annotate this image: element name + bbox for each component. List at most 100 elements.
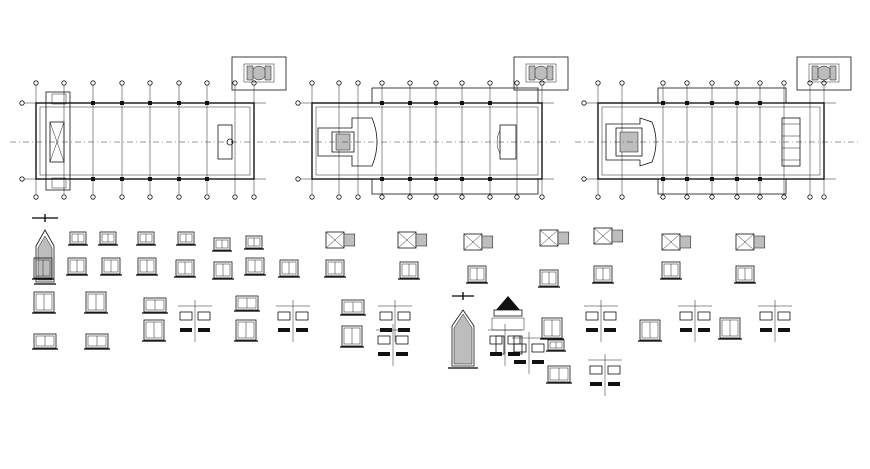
window-detail xyxy=(398,261,420,280)
column xyxy=(685,101,689,105)
window-frame xyxy=(245,235,263,249)
grid-bubble xyxy=(539,80,545,86)
window-frame xyxy=(69,231,87,245)
detail-elevations xyxy=(32,214,792,396)
cross xyxy=(661,233,681,251)
plate xyxy=(513,343,527,353)
grid-bubble xyxy=(821,80,827,86)
plate xyxy=(489,335,503,345)
window-frame xyxy=(67,257,87,275)
column xyxy=(177,101,181,105)
grid-bubble xyxy=(595,194,601,200)
column xyxy=(380,101,384,105)
grid-bubble xyxy=(147,194,153,200)
column xyxy=(408,177,412,181)
floor-plan-1 xyxy=(10,56,290,200)
grid-bubble xyxy=(781,194,787,200)
window-detail xyxy=(660,261,682,280)
jamb xyxy=(679,235,692,249)
plate xyxy=(396,352,408,356)
window-detail xyxy=(734,265,756,284)
grid-bubble xyxy=(757,194,763,200)
plate xyxy=(679,311,693,321)
grid-bubble xyxy=(295,100,301,106)
gable-detail xyxy=(491,296,525,355)
grid-bubble xyxy=(619,80,625,86)
grid-bubble xyxy=(204,194,210,200)
window-detail xyxy=(32,291,56,314)
plate xyxy=(604,328,616,332)
window-frame xyxy=(593,265,613,283)
jamb xyxy=(557,231,570,245)
window-detail xyxy=(136,257,158,276)
window-detail xyxy=(142,319,166,342)
jamb xyxy=(753,235,766,249)
window-frame xyxy=(33,333,57,349)
column xyxy=(120,177,124,181)
grid-bubble xyxy=(336,80,342,86)
window-frame xyxy=(547,365,571,383)
plate xyxy=(760,328,772,332)
grid-bubble xyxy=(433,194,439,200)
cross xyxy=(593,227,613,245)
window-frame xyxy=(341,325,363,347)
grid-axes-2 xyxy=(295,80,554,200)
window-detail xyxy=(538,269,560,288)
plate xyxy=(778,328,790,332)
column xyxy=(758,101,762,105)
column xyxy=(148,177,152,181)
plate xyxy=(296,328,308,332)
plate xyxy=(395,335,409,345)
column xyxy=(120,101,124,105)
grid-bubble xyxy=(355,80,361,86)
window-detail xyxy=(100,257,122,276)
column xyxy=(710,101,714,105)
column xyxy=(735,177,739,181)
window-detail xyxy=(176,231,196,246)
grid-bubble xyxy=(176,194,182,200)
plate xyxy=(698,328,710,332)
plate xyxy=(277,311,291,321)
grid-bubble xyxy=(734,194,740,200)
column xyxy=(488,177,492,181)
grid-bubble xyxy=(684,80,690,86)
grid-bubble xyxy=(119,194,125,200)
window-detail xyxy=(325,231,356,249)
grid-bubble xyxy=(61,194,67,200)
plate xyxy=(378,352,390,356)
window-frame xyxy=(213,237,231,251)
column xyxy=(205,101,209,105)
column xyxy=(148,101,152,105)
window-frame xyxy=(143,297,167,313)
grid-bubble xyxy=(459,80,465,86)
cross xyxy=(397,231,417,249)
grid-bubble xyxy=(539,194,545,200)
window-detail xyxy=(68,231,88,246)
window-frame xyxy=(213,261,233,279)
window-detail xyxy=(174,259,196,278)
plate xyxy=(295,311,309,321)
grid-bubble xyxy=(147,80,153,86)
cross xyxy=(325,231,345,249)
plate xyxy=(532,360,544,364)
window-detail xyxy=(638,319,662,342)
window-detail xyxy=(142,297,168,314)
grid-bubble xyxy=(619,194,625,200)
cross xyxy=(735,233,755,251)
grid-bubble xyxy=(709,194,715,200)
window-detail xyxy=(661,233,692,251)
window-frame xyxy=(719,317,741,339)
column xyxy=(91,177,95,181)
column xyxy=(460,177,464,181)
fixing-detail xyxy=(512,332,546,374)
column xyxy=(91,101,95,105)
window-frame xyxy=(341,299,365,315)
grid-bubble xyxy=(90,194,96,200)
plate xyxy=(508,352,520,356)
grid-bubble xyxy=(61,80,67,86)
grid-bubble xyxy=(459,194,465,200)
plate xyxy=(197,311,211,321)
window-detail xyxy=(244,257,266,276)
